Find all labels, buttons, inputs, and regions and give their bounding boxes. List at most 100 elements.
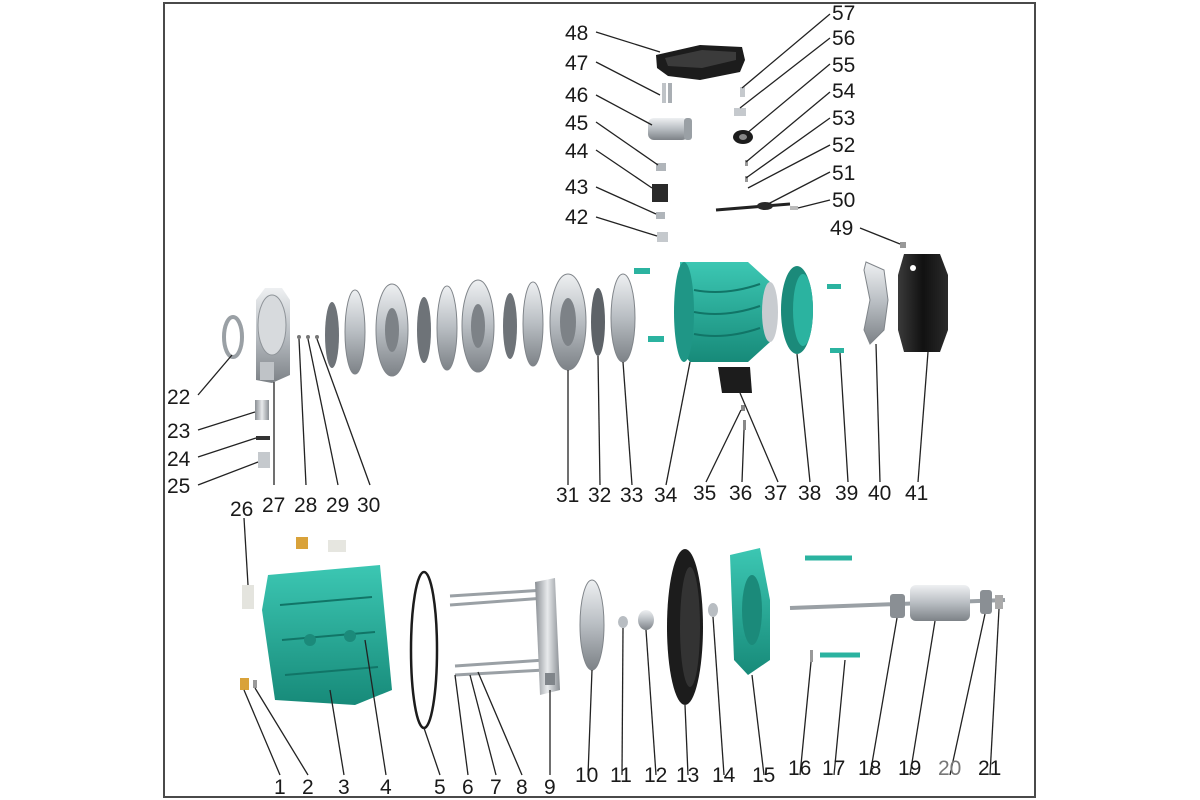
cable-51 <box>715 202 791 212</box>
label-10: 10 <box>575 764 598 787</box>
cable-gland-42 <box>657 232 668 242</box>
label-25: 25 <box>167 475 190 498</box>
screw-43 <box>656 212 665 219</box>
bearing-20 <box>980 590 992 614</box>
label-18: 18 <box>858 757 881 780</box>
motor-housing-34 <box>674 262 778 362</box>
label-32: 32 <box>588 484 611 507</box>
label-6: 6 <box>462 776 474 799</box>
clip-45 <box>656 163 666 171</box>
ring-14 <box>708 603 718 617</box>
screw-39b <box>830 348 844 353</box>
label-34: 34 <box>654 484 678 507</box>
capacitor-46 <box>648 118 692 140</box>
seal-11 <box>618 616 628 628</box>
label-4: 4 <box>380 776 392 799</box>
label-50: 50 <box>832 189 855 212</box>
label-28: 28 <box>294 494 317 517</box>
label-2: 2 <box>302 776 314 799</box>
label-23: 23 <box>167 420 190 443</box>
part-53 <box>745 176 748 182</box>
label-47: 47 <box>565 52 588 75</box>
plug-white-top <box>328 540 346 552</box>
plug-brass-top <box>296 537 308 549</box>
diffuser-31 <box>549 273 587 371</box>
plug-25 <box>258 452 270 468</box>
label-3: 3 <box>338 776 350 799</box>
part-29 <box>306 335 310 339</box>
label-1: 1 <box>274 776 286 799</box>
part-36 <box>743 420 746 430</box>
impeller-32 <box>591 288 605 356</box>
label-38: 38 <box>798 482 821 505</box>
label-36: 36 <box>729 482 752 505</box>
part-28 <box>297 335 301 339</box>
tie-rods-6-7-8 <box>449 588 546 677</box>
seal-plate-10 <box>579 579 605 671</box>
label-57: 57 <box>832 2 855 25</box>
ring-24 <box>256 436 270 440</box>
label-51: 51 <box>832 162 855 185</box>
screw-57 <box>740 87 745 97</box>
label-16: 16 <box>788 757 811 780</box>
o-ring-5 <box>409 570 439 730</box>
label-37: 37 <box>764 482 787 505</box>
label-45: 45 <box>565 112 588 135</box>
label-13: 13 <box>676 764 699 787</box>
label-30: 30 <box>357 494 380 517</box>
screw-47 <box>662 83 666 103</box>
label-42: 42 <box>565 206 588 229</box>
label-12: 12 <box>644 764 667 787</box>
label-29: 29 <box>326 494 349 517</box>
label-31: 31 <box>556 484 579 507</box>
label-46: 46 <box>565 84 588 107</box>
part-54 <box>745 160 748 166</box>
spring-23 <box>255 400 269 420</box>
leader-lines <box>197 13 1000 776</box>
label-5: 5 <box>434 776 446 799</box>
screw-39a <box>827 284 841 289</box>
label-54: 54 <box>832 80 856 103</box>
label-11: 11 <box>610 764 632 787</box>
label-26: 26 <box>230 498 253 521</box>
label-40: 40 <box>868 482 891 505</box>
pump-body-3 <box>262 565 392 705</box>
bolts-16-17 <box>805 555 860 662</box>
label-53: 53 <box>832 107 855 130</box>
label-27: 27 <box>262 494 285 517</box>
label-55: 55 <box>832 54 855 77</box>
rotor-shaft-19 <box>789 585 1006 621</box>
label-33: 33 <box>620 484 643 507</box>
part-50 <box>790 206 798 210</box>
plug-26 <box>242 585 254 609</box>
label-56: 56 <box>832 27 855 50</box>
label-44: 44 <box>565 140 589 163</box>
bolt-top <box>634 268 650 274</box>
part-number-labels: 48 47 46 45 44 43 42 57 56 55 54 53 52 5… <box>167 2 1001 799</box>
label-24: 24 <box>167 448 191 471</box>
plug-1 <box>240 678 249 690</box>
bearing-bracket-15 <box>730 548 770 675</box>
impeller-stack <box>325 279 544 377</box>
junction-box-37 <box>718 367 752 393</box>
washer-2 <box>253 680 257 688</box>
screw-47b <box>668 83 672 103</box>
fan-cover-41 <box>898 254 948 352</box>
o-ring-22 <box>222 315 244 359</box>
label-19: 19 <box>898 757 921 780</box>
label-49: 49 <box>830 217 853 240</box>
label-22: 22 <box>167 386 190 409</box>
label-20: 20 <box>938 757 961 780</box>
label-21: 21 <box>978 757 1001 780</box>
end-cover-38 <box>781 266 813 354</box>
terminal-cover-48 <box>656 45 745 80</box>
seal-12 <box>638 610 654 630</box>
label-7: 7 <box>490 776 502 799</box>
bearing-18 <box>890 594 905 618</box>
label-39: 39 <box>835 482 858 505</box>
terminal-block-44 <box>652 184 668 202</box>
screw-49 <box>900 242 906 248</box>
label-43: 43 <box>565 176 588 199</box>
label-15: 15 <box>752 764 775 787</box>
